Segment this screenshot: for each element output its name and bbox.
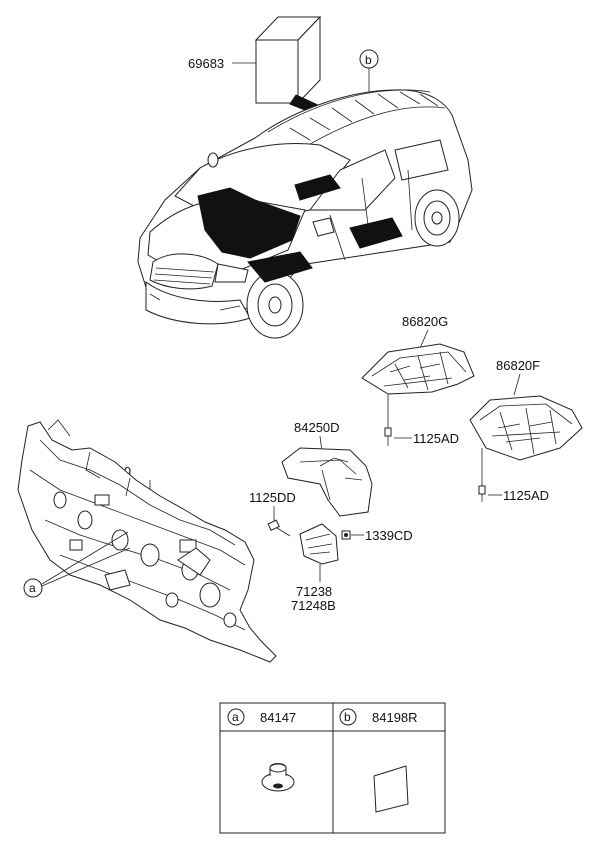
label-69683: 69683 — [188, 56, 224, 71]
label-71238: 71238 — [296, 584, 332, 599]
part-69683-box — [254, 15, 322, 105]
part-84120-dash-panel — [17, 419, 277, 663]
legend-marker-a: a — [227, 708, 245, 726]
label-84250D: 84250D — [294, 420, 340, 435]
svg-text:a: a — [232, 710, 239, 724]
part-71238-bracket — [299, 523, 339, 565]
nut-1339CD — [341, 530, 351, 540]
legend-part-a: 84147 — [260, 710, 296, 725]
vehicle-illustration — [137, 89, 473, 339]
label-86820F: 86820F — [496, 358, 540, 373]
svg-text:a: a — [29, 581, 36, 595]
label-1125AD-bottom: 1125AD — [503, 488, 549, 503]
label-71248B: 71248B — [291, 598, 336, 613]
pad-part-icon — [373, 765, 409, 813]
label-86820G: 86820G — [402, 314, 448, 329]
legend-table: a 84147 b 84198R — [219, 702, 446, 834]
part-84250D-pad — [281, 447, 373, 517]
legend-part-b: 84198R — [372, 710, 418, 725]
part-86820G-undercover — [361, 343, 475, 395]
callout-b-roof: b — [359, 49, 379, 69]
bolt-1125DD — [267, 519, 291, 537]
part-86820F-undercover — [469, 395, 583, 461]
bolt-1125AD-bottom — [478, 485, 486, 502]
svg-text:b: b — [365, 53, 372, 67]
label-1339CD: 1339CD — [365, 528, 413, 543]
callout-a-panel: a — [23, 578, 43, 598]
legend-marker-b: b — [339, 708, 357, 726]
svg-text:b: b — [344, 710, 351, 724]
label-1125DD: 1125DD — [249, 490, 296, 505]
label-1125AD-top: 1125AD — [413, 431, 459, 446]
clip-part-icon — [261, 763, 295, 792]
bolt-1125AD-top — [384, 427, 392, 446]
